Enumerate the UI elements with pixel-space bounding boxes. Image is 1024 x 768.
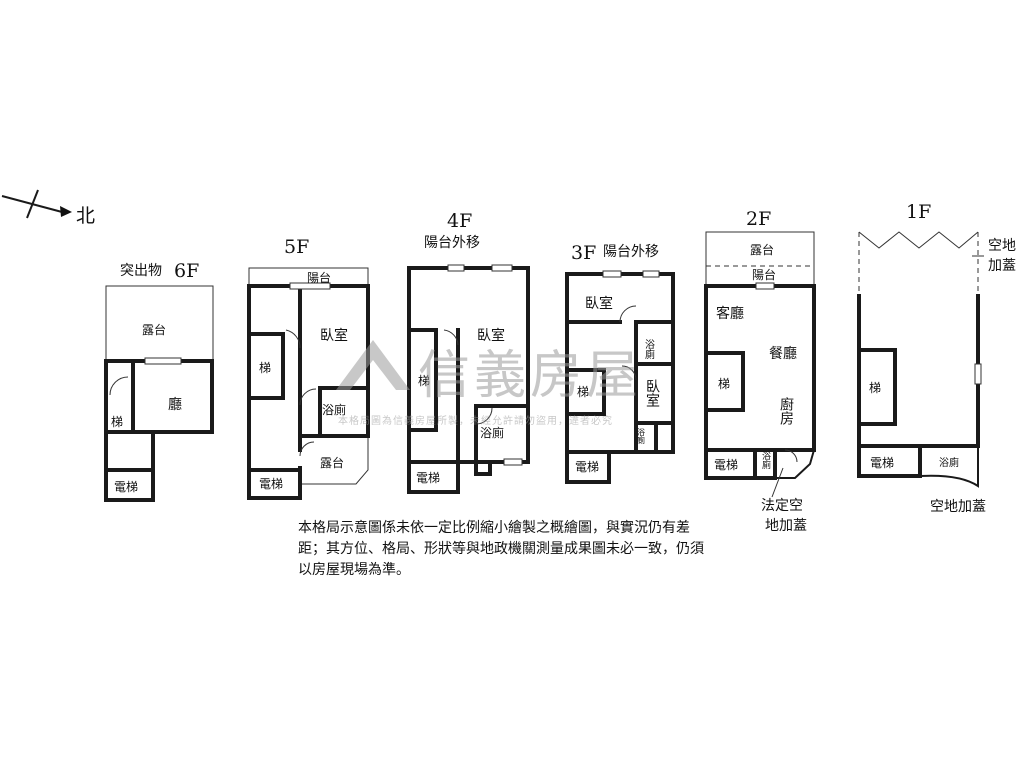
floor-4f-title: 4F bbox=[447, 210, 472, 232]
floor-2f-living-label: 客廳 bbox=[716, 305, 744, 322]
floor-1f-bath-label: 浴廁 bbox=[939, 456, 959, 469]
floor-3f-bath-label: 浴廁 bbox=[643, 339, 655, 360]
floor-4f-stair-label: 梯 bbox=[418, 374, 430, 388]
floor-1f-zigzag-edge bbox=[858, 231, 979, 249]
floor-5f-title: 5F bbox=[284, 236, 309, 258]
floor-2f-dining-label: 餐廳 bbox=[769, 345, 797, 362]
floor-3f: 3F 陽台外移 臥室 浴廁 臥室 梯 浴廁 電梯 bbox=[565, 242, 675, 484]
floor-5f-stair-box bbox=[247, 332, 285, 400]
floor-3f-elevator-box bbox=[565, 450, 611, 484]
floor-6f-elevator-box bbox=[104, 468, 155, 502]
floor-6f-title: 6F bbox=[174, 260, 199, 282]
floor-5f-bath-label: 浴廁 bbox=[322, 402, 346, 417]
floor-4f-stair-box bbox=[407, 328, 438, 432]
floor-1f-stair-label: 梯 bbox=[869, 381, 881, 395]
floor-1f-annex-top-line1: 空地 bbox=[988, 238, 1016, 254]
floor-3f-note: 陽台外移 bbox=[603, 244, 659, 260]
watermark: 信義房屋 本格局圖為信義房屋所製，未經允許請勿盜用，違者必究 bbox=[336, 340, 642, 427]
floor-6f-prefix: 突出物 bbox=[120, 263, 162, 279]
floor-6f-window bbox=[144, 357, 182, 365]
floor-1f-annex-top-line2: 加蓋 bbox=[988, 258, 1016, 274]
floor-2f-annex-label: 法定空 地加蓋 bbox=[761, 498, 807, 534]
floor-6f-door bbox=[109, 376, 129, 396]
floor-2f-annex-line2: 地加蓋 bbox=[765, 518, 807, 534]
floor-2f: 2F 露台 陽台 客廳 餐廳 廚房 梯 浴廁 電梯 法定空 地加蓋 bbox=[704, 208, 816, 534]
floor-2f-window bbox=[755, 282, 775, 290]
compass-tick bbox=[26, 189, 39, 219]
floor-3f-bedroom2-label: 臥室 bbox=[644, 379, 660, 407]
floor-2f-kitchen-label: 廚房 bbox=[778, 396, 794, 425]
floor-2f-bath-label: 浴廁 bbox=[760, 451, 771, 470]
floor-6f-terrace-label: 露台 bbox=[142, 322, 166, 337]
floor-6f-stair-label: 梯 bbox=[111, 415, 123, 429]
floor-1f-title: 1F bbox=[906, 201, 931, 223]
floor-1f: 1F 空地 加蓋 梯 電梯 浴廁 空地加蓋 bbox=[857, 201, 1020, 515]
floor-3f-window bbox=[602, 270, 622, 278]
floor-2f-elevator-label: 電梯 bbox=[714, 458, 738, 472]
compass: 北 bbox=[1, 189, 95, 227]
floor-5f-balcony-label: 陽台 bbox=[307, 270, 331, 285]
floor-4f-window bbox=[447, 264, 465, 272]
floor-5f: 5F 陽台 臥室 梯 浴廁 露台 電梯 bbox=[247, 236, 370, 500]
floor-5f-terrace-outline bbox=[300, 436, 369, 485]
floor-1f-annex-curve bbox=[919, 446, 979, 488]
watermark-notice: 本格局圖為信義房屋所製，未經允許請勿盜用，違者必究 bbox=[338, 414, 613, 427]
floor-2f-stair-box bbox=[704, 351, 745, 412]
floor-4f-note: 陽台外移 bbox=[424, 235, 480, 251]
floor-1f-stair-box bbox=[857, 348, 897, 426]
floor-6f: 突出物 6F 露台 廳 梯 電梯 bbox=[104, 260, 214, 502]
floor-4f-bath-label: 浴廁 bbox=[480, 425, 504, 440]
floor-3f-title: 3F bbox=[571, 242, 596, 264]
floor-3f-stair-box bbox=[565, 368, 606, 416]
floor-2f-terrace-label: 露台 bbox=[750, 242, 774, 257]
floor-5f-bedroom-label: 臥室 bbox=[320, 327, 348, 344]
watermark-brand: 信義房屋 bbox=[418, 346, 642, 406]
floor-4f-bath-walls bbox=[474, 404, 492, 476]
floor-1f-annex-top: 空地 加蓋 bbox=[988, 238, 1020, 274]
floor-1f-annex-bottom: 空地加蓋 bbox=[930, 499, 986, 515]
floor-5f-elevator-box bbox=[247, 468, 302, 500]
floor-5f-walls-left bbox=[247, 284, 302, 500]
floor-2f-annex-line1: 法定空 bbox=[761, 498, 803, 514]
floor-3f-stair-label: 梯 bbox=[577, 385, 589, 399]
floor-3f-bedroom-label: 臥室 bbox=[585, 295, 613, 312]
floor-6f-elevator-label: 電梯 bbox=[114, 480, 138, 494]
floor-5f-terrace-label: 露台 bbox=[320, 455, 344, 470]
compass-arrow-icon bbox=[60, 206, 72, 217]
floor-4f-bedroom-label: 臥室 bbox=[477, 327, 505, 344]
floor-2f-stair-label: 梯 bbox=[718, 377, 730, 391]
floor-5f-window bbox=[289, 282, 331, 290]
floor-4f-elevator-label: 電梯 bbox=[416, 471, 440, 485]
floor-2f-elevator-box bbox=[704, 448, 757, 480]
floor-3f-small-bath-label: 浴廁 bbox=[637, 427, 646, 445]
floor-3f-elevator-label: 電梯 bbox=[575, 460, 599, 474]
floor-2f-balcony-label: 陽台 bbox=[752, 267, 776, 282]
floor-4f: 4F 陽台外移 臥室 梯 浴廁 電梯 bbox=[407, 210, 530, 494]
watermark-logo-icon bbox=[336, 340, 410, 390]
floor-1f-elevator-label: 電梯 bbox=[870, 456, 894, 470]
disclaimer-note: 本格局示意圖係未依一定比例縮小繪製之概繪圖，與實況仍有差距；其方位、格局、形狀等… bbox=[298, 520, 704, 578]
floor-2f-title: 2F bbox=[746, 208, 771, 230]
floor-6f-hall-label: 廳 bbox=[168, 396, 182, 413]
floor-4f-elevator-box bbox=[407, 460, 460, 494]
compass-north-label: 北 bbox=[76, 205, 95, 227]
floor-5f-stair-label: 梯 bbox=[259, 361, 271, 375]
floor-5f-elevator-label: 電梯 bbox=[259, 477, 283, 491]
